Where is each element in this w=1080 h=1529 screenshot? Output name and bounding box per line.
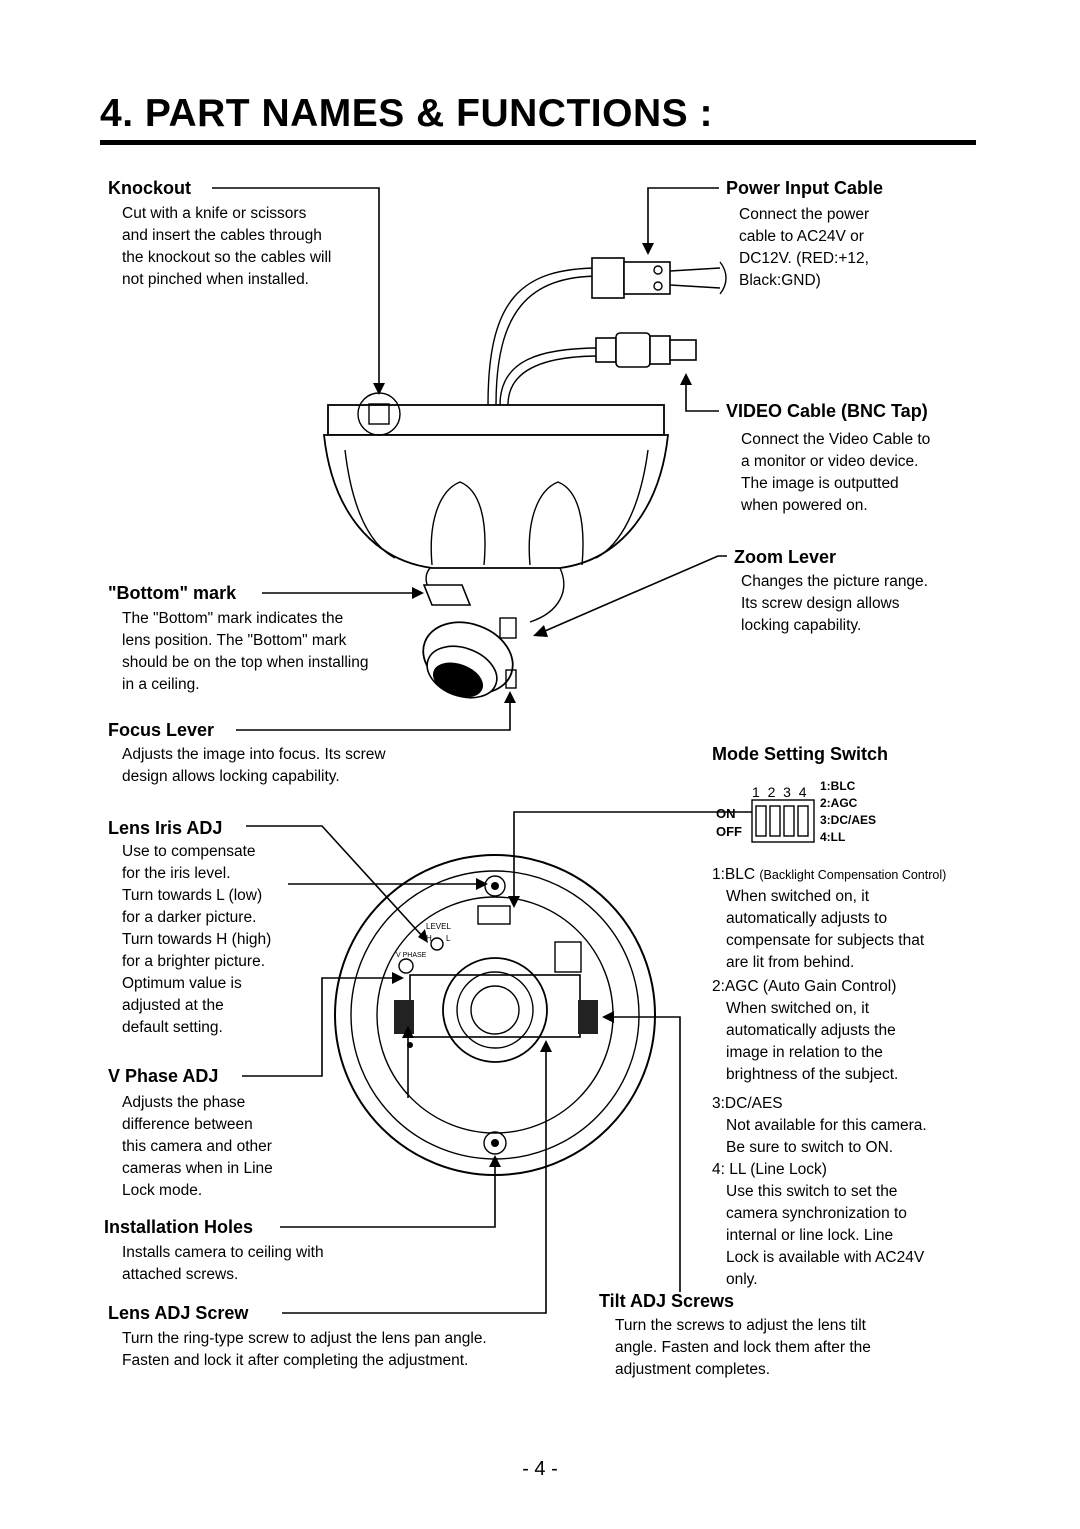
switch-legend-item: 2:AGC [820,796,858,810]
l-label: L [446,934,451,943]
mode-item3-text: Not available for this camera. Be sure t… [726,1117,927,1156]
mode-item2-text: When switched on, it automatically adjus… [726,1000,899,1083]
lens-iris-heading: Lens Iris ADJ [108,818,223,838]
camera-side-view [322,257,727,699]
tilt-adj-text: Turn the screws to adjust the lens tilt … [615,1317,871,1378]
video-cable-text: Connect the Video Cable to a monitor or … [741,431,931,514]
mode-switch-illustration [751,799,815,843]
zoom-lever-heading: Zoom Lever [734,547,837,567]
page-title: 4. PART NAMES & FUNCTIONS : [100,92,713,135]
v-phase-heading: V Phase ADJ [108,1066,219,1086]
v-phase-label: V PHASE [396,952,427,959]
mode-item3-title: 3:DC/AES [712,1095,783,1112]
title-rule [100,140,976,145]
knockout-heading: Knockout [108,178,191,198]
tilt-adj-heading: Tilt ADJ Screws [599,1291,735,1311]
leader-lines [212,187,752,1314]
mode-item1-title: 1:BLC (Backlight Compensation Control) [712,864,946,886]
knockout-text: Cut with a knife or scissors and insert … [122,205,332,288]
lens-adj-heading: Lens ADJ Screw [108,1303,249,1323]
v-phase-text: Adjusts the phase difference between thi… [122,1094,273,1199]
power-input-heading: Power Input Cable [726,178,884,198]
switch-legend-item: 1:BLC [820,779,856,793]
focus-lever-heading: Focus Lever [108,720,215,740]
mode-item4-text: Use this switch to set the camera synchr… [726,1183,925,1288]
video-cable-heading: VIDEO Cable (BNC Tap) [726,401,928,421]
switch-on-label: ON [716,806,736,821]
lens-adj-text: Turn the ring-type screw to adjust the l… [122,1330,487,1369]
bottom-mark-text: The "Bottom" mark indicates the lens pos… [122,610,369,693]
mode-item4-title: 4: LL (Line Lock) [712,1161,827,1178]
mode-item1-desc: (Backlight Compensation Control) [759,868,947,882]
switch-legend: 1:BLC 2:AGC 3:DC/AES 4:LL [820,778,876,846]
mode-item1-text: When switched on, it automatically adjus… [726,888,925,971]
mode-item2-title: 2:AGC (Auto Gain Control) [712,978,897,995]
page-number: - 4 - [522,1458,558,1480]
zoom-lever-text: Changes the picture range. Its screw des… [741,573,928,634]
mode-item1-code: 1:BLC [712,866,760,883]
bottom-mark-heading: "Bottom" mark [108,583,237,603]
mode-switch-heading: Mode Setting Switch [712,744,889,764]
switch-numbers: 1 2 3 4 [752,784,807,800]
switch-legend-item: 4:LL [820,830,846,844]
installation-holes-heading: Installation Holes [104,1217,254,1237]
installation-holes-text: Installs camera to ceiling with attached… [122,1244,324,1283]
camera-bottom-view [334,854,656,1176]
level-label: LEVEL [426,922,451,931]
focus-lever-text: Adjusts the image into focus. Its screw … [122,746,386,785]
power-input-text: Connect the power cable to AC24V or DC12… [739,206,870,289]
lens-iris-text: Use to compensate for the iris level. Tu… [122,843,272,1036]
switch-off-label: OFF [716,824,742,839]
switch-legend-item: 3:DC/AES [820,813,877,827]
h-label: H [426,934,432,943]
